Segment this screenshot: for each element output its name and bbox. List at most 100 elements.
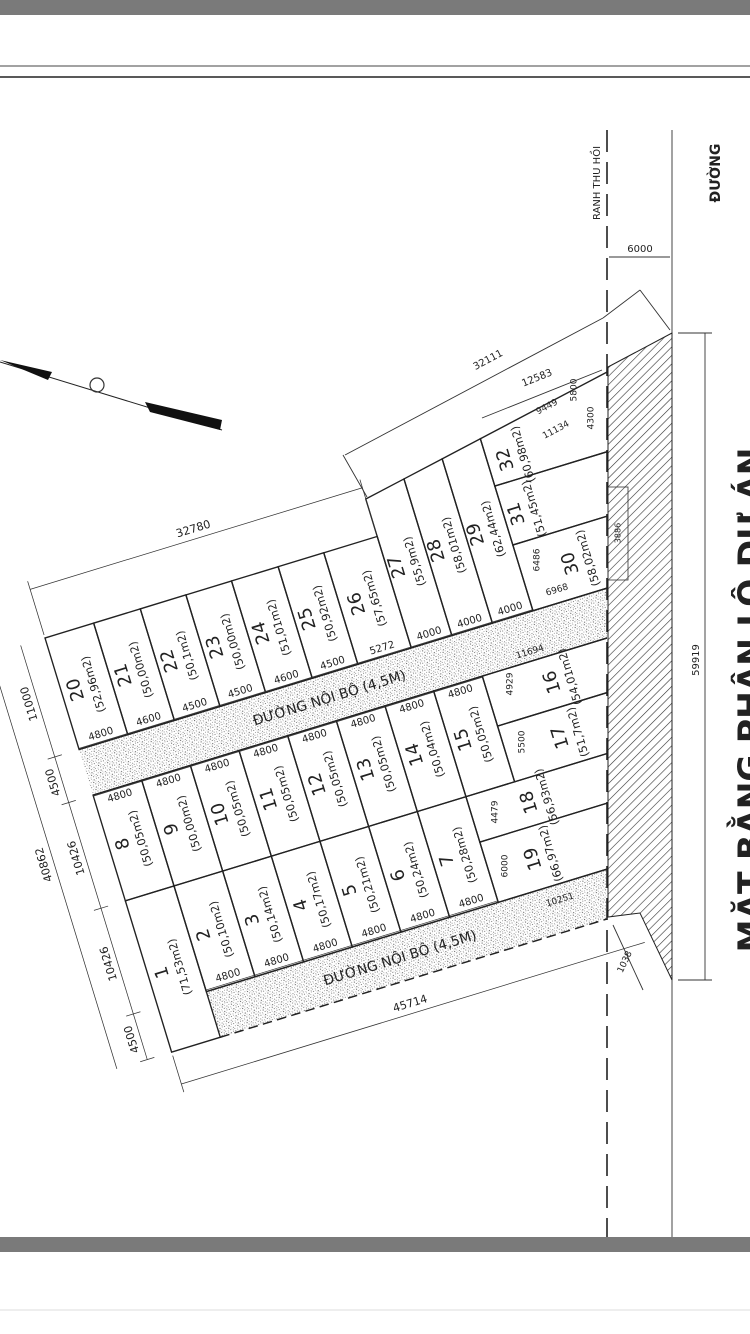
lot-6[interactable]: [367, 810, 451, 933]
dim-tick: [27, 581, 45, 636]
dim-lot32-length: 11134: [541, 419, 571, 441]
lot-15[interactable]: [432, 675, 516, 798]
lot-number: 5: [338, 881, 361, 898]
lot-number: 21: [110, 661, 137, 689]
lot-number: 28: [423, 536, 450, 564]
lot-7[interactable]: [416, 795, 500, 919]
dim-line-left: [20, 645, 148, 1060]
dim-line-upper-right-short: [481, 369, 603, 419]
width-dim-line: [351, 930, 401, 946]
dim-left-total: 40862: [33, 846, 56, 884]
lot-number: 30: [557, 549, 584, 577]
lot-18[interactable]: [465, 683, 750, 843]
lot-number: 2: [192, 926, 215, 943]
width-dim-line: [287, 721, 337, 737]
lot-number: 20: [62, 676, 89, 704]
dim-lot32-depth: 4300: [587, 406, 597, 429]
dim-tick: [47, 754, 62, 760]
lot-14[interactable]: [384, 690, 467, 813]
internal-road-top: [79, 532, 607, 796]
lot-number: 26: [344, 590, 371, 618]
lot-20[interactable]: [44, 622, 129, 751]
width-dim-line: [451, 621, 493, 635]
lot-11[interactable]: [238, 734, 321, 858]
hatched-setback-strip: [607, 332, 673, 981]
internal-road-bottom: [206, 774, 607, 1038]
width-dim-line: [410, 634, 452, 648]
lot-12[interactable]: [286, 719, 370, 843]
dim-line-corner: [612, 924, 644, 991]
lot-25[interactable]: [277, 551, 359, 680]
lot-1[interactable]: [124, 885, 222, 1053]
width-dim-line: [254, 959, 304, 976]
lot-16[interactable]: [481, 577, 750, 727]
dim-tick: [359, 479, 377, 534]
dim-frontage-length: 59919: [691, 644, 702, 676]
lot-number: 14: [401, 740, 428, 768]
width-dim-line: [400, 915, 450, 931]
width-dim-line: [265, 676, 313, 692]
dim-left-segment: 4500: [43, 767, 64, 798]
lot-17[interactable]: [496, 627, 750, 783]
width-dim-line: [385, 691, 435, 708]
width-dim-line: [357, 646, 412, 664]
dim-left-segment: 11000: [18, 685, 41, 723]
dim-lot30-depth: 6486: [533, 548, 543, 571]
width-dim-line: [449, 900, 498, 917]
width-dim-line: [127, 719, 175, 734]
width-dim-line: [303, 945, 352, 961]
road-edge-dashed: [220, 834, 607, 1038]
dim-tick: [639, 289, 671, 331]
dim-tick: [61, 800, 76, 806]
dim-tick: [172, 1055, 185, 1093]
lot-number: 32: [492, 446, 519, 474]
width-dim-line: [239, 736, 289, 752]
lot-32[interactable]: [465, 310, 750, 487]
lot-9[interactable]: [140, 764, 224, 887]
drawing-title: MẶT BẰNG PHÂN LÔ DỰ ÁN: [726, 448, 750, 953]
dim-lot30-width: 6968: [545, 582, 570, 598]
dim-line-left-total: [0, 654, 118, 1069]
bottom-frame-bar: [0, 1237, 750, 1252]
lot-4[interactable]: [270, 840, 354, 963]
boundary-label: RANH THU HỒI: [589, 146, 603, 220]
lot-number: 18: [516, 788, 543, 816]
width-dim-line: [141, 766, 191, 782]
lot-number: 15: [450, 726, 477, 754]
lot-5[interactable]: [319, 825, 402, 948]
dim-upper-right-length: 32111: [472, 348, 505, 373]
dim-lot16-depth: 4929: [506, 672, 516, 695]
dim-line-bottom: [181, 941, 645, 1085]
lot-number: 25: [294, 605, 321, 633]
width-dim-line: [190, 751, 240, 767]
lot-number: 27: [384, 553, 411, 581]
lot-10[interactable]: [189, 749, 273, 872]
lot-number: 9: [160, 820, 183, 837]
lot-number: 6: [387, 867, 410, 884]
width-dim-line: [173, 705, 220, 720]
lot-30[interactable]: [511, 465, 750, 612]
dim-road-width: 6000: [627, 244, 652, 255]
dim-tick: [140, 1057, 155, 1063]
width-dim-line: [78, 733, 128, 749]
lot-number: 23: [202, 633, 229, 661]
lot-number: 4: [289, 896, 312, 913]
dim-bottom-length: 45714: [391, 992, 429, 1015]
dim-left-segment: 4500: [121, 1024, 142, 1055]
north-arrow-icon: [0, 360, 223, 431]
lot-number: 8: [111, 835, 134, 852]
width-dim-line: [491, 609, 533, 623]
lot-13[interactable]: [335, 705, 419, 828]
dim-left-segment: 10426: [65, 839, 88, 877]
lot-31[interactable]: [493, 407, 750, 546]
lot-number: 13: [353, 755, 380, 783]
lot-number: 3: [241, 911, 264, 928]
dim-lot17-depth: 5500: [518, 730, 528, 753]
dim-line-upper-right: [344, 317, 604, 456]
lot-8[interactable]: [92, 779, 175, 902]
dim-upper-right-short: 12583: [520, 367, 554, 389]
lot-19[interactable]: [478, 728, 750, 904]
lot-number: 29: [462, 520, 489, 548]
lot-3[interactable]: [221, 855, 305, 978]
